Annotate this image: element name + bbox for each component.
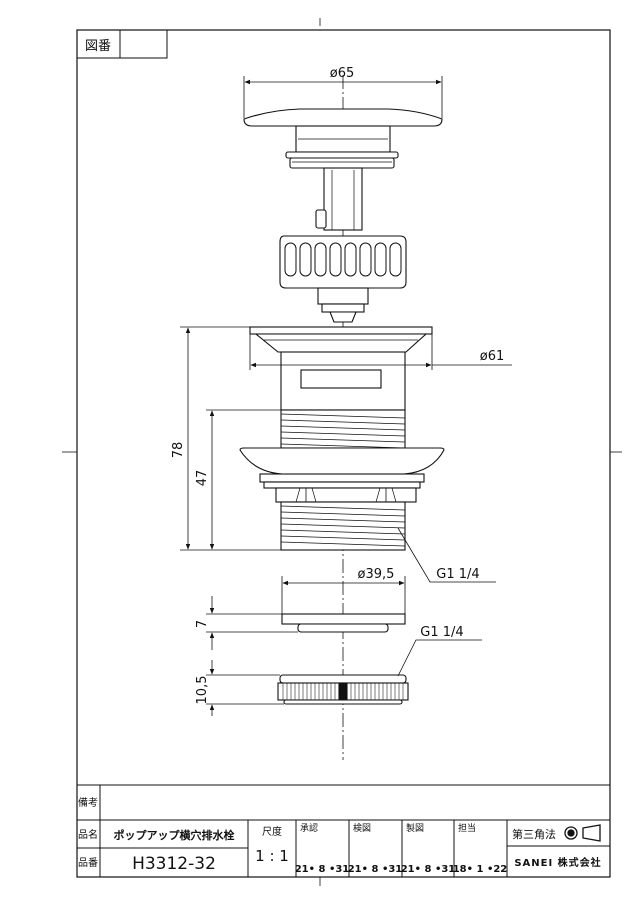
dim-overall-length: 78 xyxy=(171,442,186,459)
part-name-value: ポップアップ横穴排水栓 xyxy=(114,828,235,842)
drawn-date: 21• 8 •31 xyxy=(401,864,456,875)
dimension-lines xyxy=(180,76,512,716)
knurled-cap-nut xyxy=(277,674,409,705)
charge-date: 18• 1 •22 xyxy=(453,864,508,875)
dim-thread-lower: G1 1/4 xyxy=(420,625,463,640)
dim-thread-length: 47 xyxy=(195,470,210,487)
inspected-date: 21• 8 •31 xyxy=(348,864,403,875)
part-name-label: 品名 xyxy=(78,828,98,841)
dim-washer-thickness: 7 xyxy=(195,620,210,628)
drawing-number-box: 図番 xyxy=(76,29,168,59)
flat-washer xyxy=(281,613,406,633)
dimension-labels: ø65 ø61 78 47 G1 1/4 ø39,5 7 G1 1/4 10,5 xyxy=(171,66,504,704)
drawing-number-label: 図番 xyxy=(85,39,111,54)
inspected-label: 検図 xyxy=(353,822,371,834)
title-block: 備考 品名 ポップアップ横穴排水栓 品番 H3312-32 尺度 1 : 1 承… xyxy=(77,784,610,877)
approved-label: 承認 xyxy=(300,822,318,834)
projection-label: 第三角法 xyxy=(512,827,556,841)
dim-nut-diameter: ø39,5 xyxy=(358,567,395,582)
dim-flange-diameter: ø61 xyxy=(480,349,505,364)
drain-body xyxy=(239,326,445,551)
drawn-label: 製図 xyxy=(406,822,424,834)
dim-cap-nut-thickness: 10,5 xyxy=(195,676,210,705)
scale-value: 1 : 1 xyxy=(255,847,289,865)
company-name: SANEI 株式会社 xyxy=(514,856,601,869)
part-number-label: 品番 xyxy=(78,857,98,869)
charge-label: 担当 xyxy=(458,822,476,834)
remarks-label: 備考 xyxy=(78,796,98,809)
popup-cap-assembly xyxy=(243,108,443,323)
third-angle-projection-icon xyxy=(564,824,601,842)
sheet-frame xyxy=(62,18,622,886)
approved-date: 21• 8 •31 xyxy=(295,864,350,875)
scale-label: 尺度 xyxy=(262,825,282,838)
dim-thread-upper: G1 1/4 xyxy=(436,567,479,582)
dim-cap-diameter: ø65 xyxy=(330,66,355,81)
part-number-value: H3312-32 xyxy=(132,854,216,874)
